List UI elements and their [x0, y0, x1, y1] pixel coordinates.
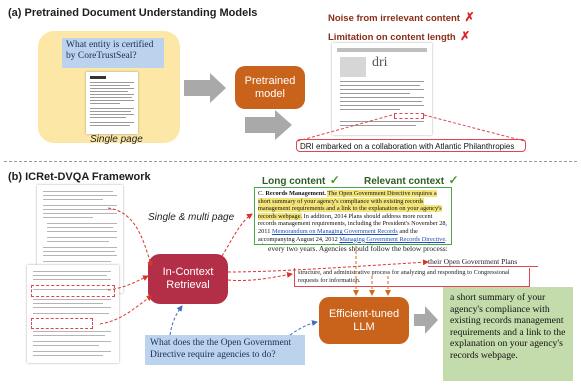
retrieval-to-context-arrow: [227, 271, 293, 282]
context-text-mid: In addition, 2014 Plans should address m…: [258, 212, 448, 235]
arrow-llm-output: [414, 306, 438, 334]
section-a-title: (a) Pretrained Document Understanding Mo…: [8, 7, 258, 19]
check-icon: ✓: [448, 173, 459, 187]
context-text-and: and the accompanying August 24, 2012: [258, 227, 418, 243]
issue-noise: Noise from irrelevant content ✗: [328, 8, 475, 26]
issue-length-label: Limitation on content length: [328, 32, 456, 43]
question-box: What entity is certified by CoreTrustSea…: [62, 38, 164, 68]
document-page-thumbnail: [86, 72, 138, 134]
arrow-model-output: [245, 110, 292, 140]
context-link-memorandum: Memorandum on Managing Government Record…: [271, 227, 398, 235]
section-divider: [4, 161, 577, 162]
benefit-long-content: Long content ✓: [262, 171, 340, 189]
efficient-tuned-llm-block: Efficient-tuned LLM: [319, 297, 409, 344]
underlay-snippet-1: every two years. Agencies should follow …: [268, 245, 458, 253]
question-to-retrieval-arrow: [169, 305, 183, 336]
check-icon: ✓: [329, 173, 340, 187]
context-number: C.: [258, 190, 264, 197]
pretrained-model-block: Pretrained model: [235, 66, 305, 109]
answer-a: DRI embarked on a collaboration with Atl…: [296, 139, 526, 152]
issue-noise-label: Noise from irrelevant content: [328, 13, 460, 24]
context-heading: Records Management.: [265, 190, 326, 197]
benefit-long-content-label: Long content: [262, 176, 326, 187]
single-multi-page-label: Single & multi page: [148, 212, 235, 223]
context-link-directive: Managing Government Records Directive: [339, 235, 446, 243]
cross-icon: ✗: [464, 10, 475, 24]
document-page-2: [27, 265, 119, 363]
answer-b: a short summary of your agency's complia…: [443, 287, 573, 381]
retrieved-context: C. Records Management. The Open Governme…: [254, 187, 452, 245]
benefit-relevant-context-label: Relevant context: [364, 176, 445, 187]
callout-line: [423, 114, 525, 142]
arrow-to-model: [184, 73, 226, 103]
context-text-tail: . These requirements serve as the founda…: [258, 235, 447, 244]
section-b-title: (b) ICRet-DVQA Framework: [8, 171, 151, 183]
benefit-relevant-context: Relevant context ✓: [364, 171, 459, 189]
underlay-snippet-2: their Open Government Plans: [428, 258, 538, 267]
cross-icon: ✗: [460, 29, 471, 43]
question-box-b: What does the the Open Government Direct…: [145, 335, 305, 365]
question-to-llm-arrow: [289, 320, 318, 336]
single-page-label: Single page: [90, 134, 143, 145]
document-page-preview: dri: [332, 43, 432, 135]
issue-length: Limitation on content length ✗: [328, 27, 470, 45]
logo-text: dri: [372, 55, 388, 70]
underlay-snippet-3: structure, and administrative process fo…: [294, 268, 530, 287]
in-context-retrieval-block: In-Context Retrieval: [148, 254, 228, 304]
